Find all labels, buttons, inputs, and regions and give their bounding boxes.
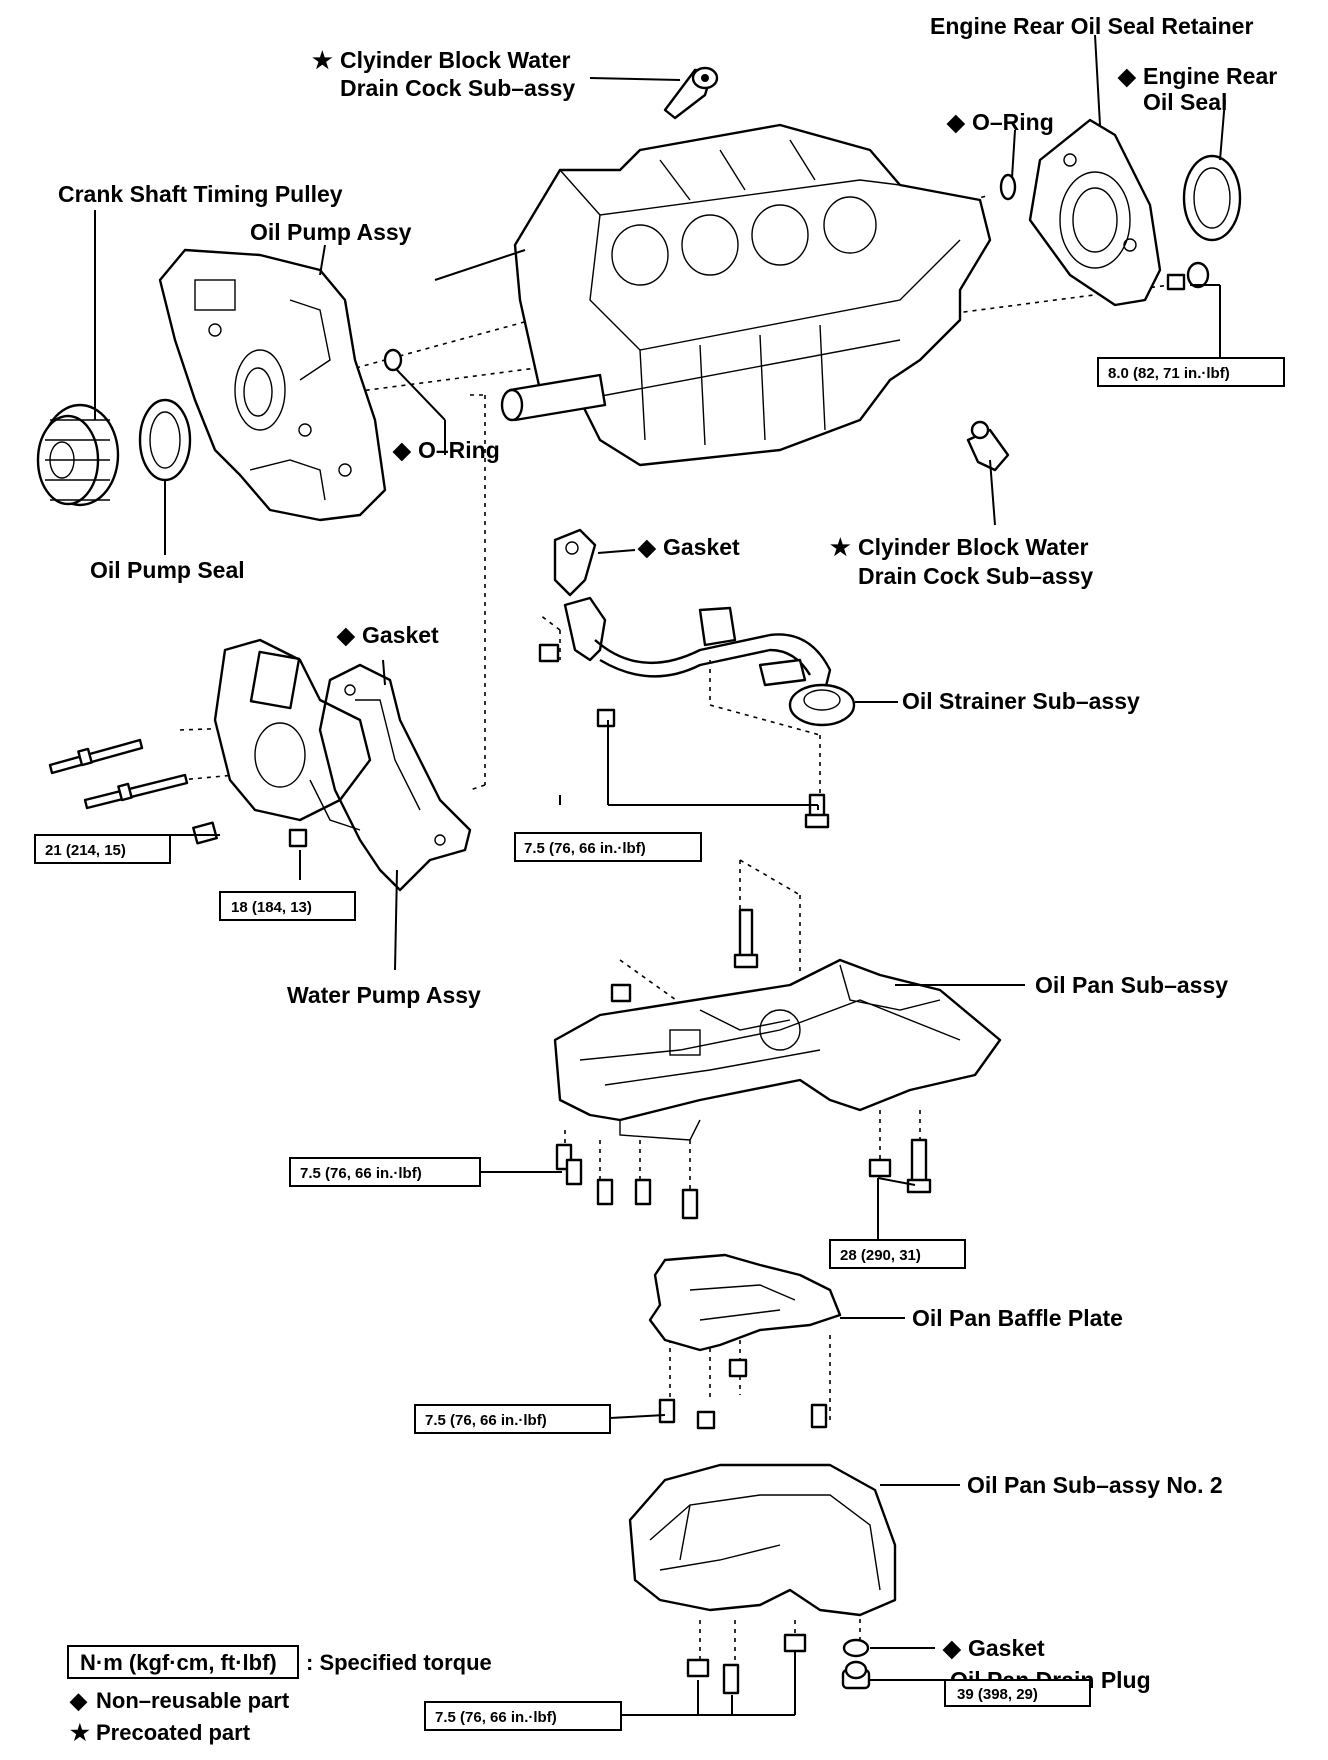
diamond-symbol: ◆ <box>392 437 412 463</box>
label-oil-strainer-sub-assy: Oil Strainer Sub–assy <box>902 688 1140 714</box>
oil-pan-baffle-plate-part <box>648 1253 842 1352</box>
star-symbol: ★ <box>312 47 333 73</box>
torque-oil-strainer: 7.5 (76, 66 in.·lbf) <box>524 840 646 857</box>
baffle-plate-fasteners <box>658 1358 828 1430</box>
oil-pan-bolts <box>555 1138 932 1220</box>
torque-oil-pan: 7.5 (76, 66 in.·lbf) <box>300 1165 422 1182</box>
label-water-drain-cock-bottom-2: Drain Cock Sub–assy <box>858 563 1093 589</box>
label-oil-pump-assy: Oil Pump Assy <box>250 219 412 245</box>
rear-oil-seal-retainer <box>1028 118 1162 307</box>
label-engine-rear-oil-seal-retainer: Engine Rear Oil Seal Retainer <box>930 13 1253 39</box>
oil-pump-assy-part <box>158 248 387 522</box>
o-ring-top-part <box>999 173 1017 201</box>
oil-pan-no2-bolts <box>686 1633 807 1695</box>
torque-box <box>414 1404 611 1434</box>
star-symbol: ★ <box>70 1720 90 1745</box>
label-oil-pump-seal: Oil Pump Seal <box>90 557 245 583</box>
legend: N·m (kgf·cm, ft·lbf) : Specified torque … <box>67 1645 492 1745</box>
torque-oil-pan-no2: 7.5 (76, 66 in.·lbf) <box>435 1709 557 1726</box>
label-gasket-water-pump: Gasket <box>362 622 439 648</box>
legend-torque-box <box>67 1645 299 1679</box>
rear-retainer-bolt <box>1166 261 1210 291</box>
label-crank-shaft-timing-pulley: Crank Shaft Timing Pulley <box>58 181 343 207</box>
water-pump-studs <box>48 738 308 848</box>
cylinder-block <box>434 123 992 467</box>
label-gasket-strainer: Gasket <box>663 534 740 560</box>
torque-baffle-plate: 7.5 (76, 66 in.·lbf) <box>425 1412 547 1429</box>
part-labels: Engine Rear Oil Seal Retainer ◆ Engine R… <box>58 13 1277 1693</box>
label-water-drain-cock-top-2: Drain Cock Sub–assy <box>340 75 575 101</box>
label-water-pump-assy: Water Pump Assy <box>287 982 481 1008</box>
torque-water-pump-nut: 18 (184, 13) <box>231 899 312 916</box>
torque-box <box>829 1239 966 1269</box>
label-gasket-drain: Gasket <box>968 1635 1045 1661</box>
leader-lines <box>94 34 1226 1716</box>
diamond-symbol: ◆ <box>1117 63 1137 89</box>
legend-torque-unit: N·m (kgf·cm, ft·lbf) <box>80 1650 277 1675</box>
torque-box <box>944 1679 1091 1707</box>
label-water-drain-cock-top-1: Clyinder Block Water <box>340 47 571 73</box>
rear-oil-seal <box>1182 154 1242 242</box>
torque-box <box>424 1701 622 1731</box>
water-pump-gasket-part <box>318 663 472 892</box>
label-engine-rear-oil-seal-2: Oil Seal <box>1143 89 1227 115</box>
water-drain-cock-bottom <box>966 420 1010 472</box>
crank-shaft-timing-pulley-part <box>36 403 120 507</box>
oil-pan-sub-assy-part <box>553 908 1002 1141</box>
legend-non-reusable: Non–reusable part <box>96 1688 290 1713</box>
diamond-symbol: ◆ <box>637 534 657 560</box>
torque-box <box>219 891 356 921</box>
torque-box <box>1097 357 1285 387</box>
oil-pan-no2-part <box>628 1463 897 1617</box>
diamond-symbol: ◆ <box>69 1688 88 1713</box>
torque-drain-plug: 39 (398, 29) <box>957 1686 1038 1703</box>
torque-box <box>514 832 702 862</box>
oil-strainer-part <box>563 596 856 727</box>
label-oil-pan-baffle-plate: Oil Pan Baffle Plate <box>912 1305 1123 1331</box>
diamond-symbol: ◆ <box>946 109 966 135</box>
drain-gasket-part <box>842 1638 870 1658</box>
diamond-symbol: ◆ <box>336 622 356 648</box>
water-pump-assy-part <box>213 638 372 831</box>
label-o-ring-top: O–Ring <box>972 109 1054 135</box>
oil-strainer-gasket-part <box>553 528 597 597</box>
star-symbol: ★ <box>830 534 851 560</box>
label-water-drain-cock-bottom-1: Clyinder Block Water <box>858 534 1089 560</box>
label-o-ring-mid: O–Ring <box>418 437 500 463</box>
oil-pump-seal-part <box>138 398 192 482</box>
drain-plug-part <box>841 1660 871 1690</box>
label-oil-pan-sub-assy-no2: Oil Pan Sub–assy No. 2 <box>967 1472 1223 1498</box>
o-ring-mid-part <box>383 348 403 372</box>
torque-box <box>289 1157 481 1187</box>
water-drain-cock-top <box>663 66 719 120</box>
legend-precoated: Precoated part <box>96 1720 251 1745</box>
diamond-symbol: ◆ <box>942 1635 962 1661</box>
legend-torque-desc: : Specified torque <box>306 1650 492 1675</box>
torque-oil-pan-large: 28 (290, 31) <box>840 1247 921 1264</box>
torque-box <box>34 834 171 864</box>
label-oil-pan-sub-assy: Oil Pan Sub–assy <box>1035 972 1228 998</box>
label-engine-rear-oil-seal-1: Engine Rear <box>1143 63 1277 89</box>
torque-specs: 8.0 (82, 71 in.·lbf) 21 (214, 15) 18 (18… <box>34 357 1285 1731</box>
torque-rear-retainer: 8.0 (82, 71 in.·lbf) <box>1108 365 1230 382</box>
torque-water-pump-stud: 21 (214, 15) <box>45 842 126 859</box>
